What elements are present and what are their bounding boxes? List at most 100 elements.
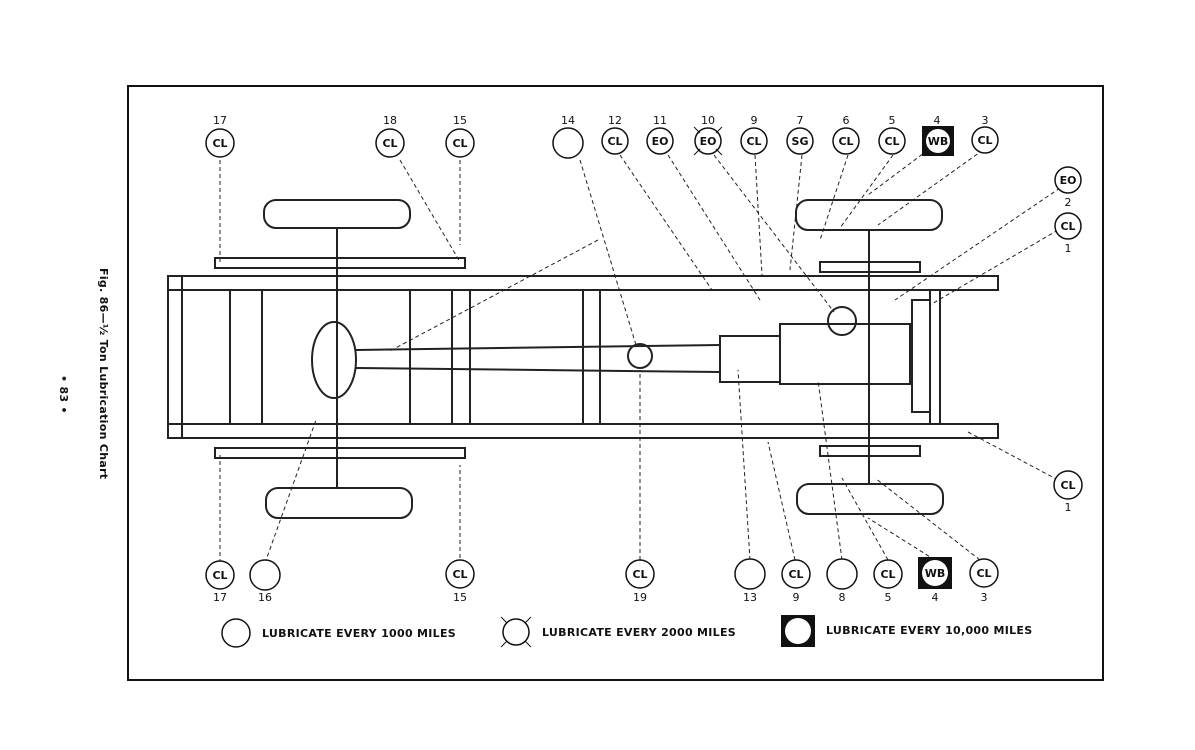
callout-3-top: 3CL [971, 114, 999, 154]
legend-item-1000-miles: LUBRICATE EVERY 1000 MILES [221, 618, 456, 648]
svg-text:CL: CL [880, 568, 895, 581]
callout-2-right: EO 2 [1054, 166, 1082, 209]
callout-6-top: 6CL [832, 114, 860, 155]
svg-text:EO: EO [700, 135, 717, 148]
svg-text:6: 6 [843, 114, 850, 127]
svg-text:EO: EO [1060, 174, 1077, 187]
callout-14-top: 14 [552, 114, 584, 159]
wheels [263, 199, 944, 519]
callout-16-bottom: 16 [249, 559, 281, 604]
wheel-front-left [795, 199, 943, 231]
open-circle-icon [221, 618, 251, 648]
svg-text:15: 15 [453, 591, 467, 604]
svg-text:2: 2 [1065, 196, 1072, 209]
legend-item-10000-miles: LUBRICATE EVERY 10,000 MILES [781, 615, 1032, 647]
callout-7-top: 7SG [786, 114, 814, 155]
air-cleaner [827, 306, 857, 336]
leader-lines [219, 149, 1061, 570]
svg-text:4: 4 [932, 591, 939, 604]
svg-text:3: 3 [982, 114, 989, 127]
wheel-rear-right [265, 487, 413, 519]
callout-5-bottom: CL 5 [873, 559, 903, 604]
svg-text:12: 12 [608, 114, 622, 127]
svg-text:11: 11 [653, 114, 667, 127]
chassis-frame [167, 275, 999, 439]
radiator [911, 299, 931, 413]
svg-text:5: 5 [889, 114, 896, 127]
svg-text:CL: CL [976, 567, 991, 580]
svg-text:CL: CL [452, 568, 467, 581]
callout-8-bottom: 8 [826, 558, 858, 604]
svg-text:LUBRICATE EVERY 1000 MILES: LUBRICATE EVERY 1000 MILES [262, 627, 456, 640]
svg-text:1: 1 [1065, 242, 1072, 255]
svg-text:CL: CL [382, 137, 397, 150]
drivetrain [355, 299, 931, 413]
callout-1-right-upper: CL 1 [1054, 212, 1082, 255]
svg-text:5: 5 [885, 591, 892, 604]
svg-text:14: 14 [561, 114, 575, 127]
svg-text:7: 7 [797, 114, 804, 127]
svg-text:CL: CL [977, 134, 992, 147]
callout-5-top: 5CL [878, 114, 906, 155]
legend: LUBRICATE EVERY 1000 MILES LUBRICATE EVE… [221, 615, 1032, 648]
engine-block [779, 323, 911, 385]
wheel-rear-left [263, 199, 411, 229]
transmission [719, 335, 781, 383]
legend-item-2000-miles: LUBRICATE EVERY 2000 MILES [500, 616, 736, 648]
svg-text:CL: CL [884, 135, 899, 148]
svg-text:LUBRICATE EVERY 10,000 MILES: LUBRICATE EVERY 10,000 MILES [826, 624, 1032, 637]
svg-text:18: 18 [383, 114, 397, 127]
callout-17-bottom: CL 17 [205, 560, 235, 604]
svg-text:9: 9 [751, 114, 758, 127]
svg-text:WB: WB [925, 567, 946, 580]
svg-text:CL: CL [212, 569, 227, 582]
svg-text:9: 9 [793, 591, 800, 604]
wheel-front-right [796, 483, 944, 515]
callout-1-right-lower: CL 1 [1053, 470, 1083, 514]
svg-text:13: 13 [743, 591, 757, 604]
side-caption: Fig. 86—½ Ton Lubrication Chart • 83 • [57, 268, 110, 479]
svg-text:1: 1 [1065, 501, 1072, 514]
svg-text:17: 17 [213, 114, 227, 127]
svg-text:16: 16 [258, 591, 272, 604]
callout-4-bottom: WB 4 [918, 557, 952, 604]
callout-9-top: 9CL [740, 114, 768, 155]
svg-text:3: 3 [981, 591, 988, 604]
svg-text:CL: CL [746, 135, 761, 148]
svg-text:CL: CL [632, 568, 647, 581]
svg-text:CL: CL [838, 135, 853, 148]
universal-joint [627, 343, 653, 369]
svg-text:SG: SG [792, 135, 809, 148]
callout-4-top: 4WB [922, 114, 954, 156]
svg-text:8: 8 [839, 591, 846, 604]
svg-text:CL: CL [607, 135, 622, 148]
svg-text:CL: CL [788, 568, 803, 581]
figure-border [127, 85, 1104, 681]
callout-9-bottom: CL 9 [781, 559, 811, 604]
svg-text:4: 4 [934, 114, 941, 127]
svg-text:10: 10 [701, 114, 715, 127]
svg-text:17: 17 [213, 591, 227, 604]
svg-text:CL: CL [452, 137, 467, 150]
svg-text:CL: CL [1060, 479, 1075, 492]
callouts-right: EO 2 CL 1 CL 1 [1053, 166, 1083, 514]
callout-15-bottom: CL 15 [445, 559, 475, 604]
page-number: • 83 • [57, 375, 70, 414]
svg-text:15: 15 [453, 114, 467, 127]
svg-text:CL: CL [1060, 220, 1075, 233]
svg-text:LUBRICATE EVERY 2000 MILES: LUBRICATE EVERY 2000 MILES [542, 626, 736, 639]
svg-text:WB: WB [928, 135, 949, 148]
svg-text:CL: CL [212, 137, 227, 150]
crossed-circle-icon [502, 618, 530, 646]
figure-caption: Fig. 86—½ Ton Lubrication Chart [97, 268, 110, 479]
callout-13-bottom: 13 [734, 558, 766, 604]
